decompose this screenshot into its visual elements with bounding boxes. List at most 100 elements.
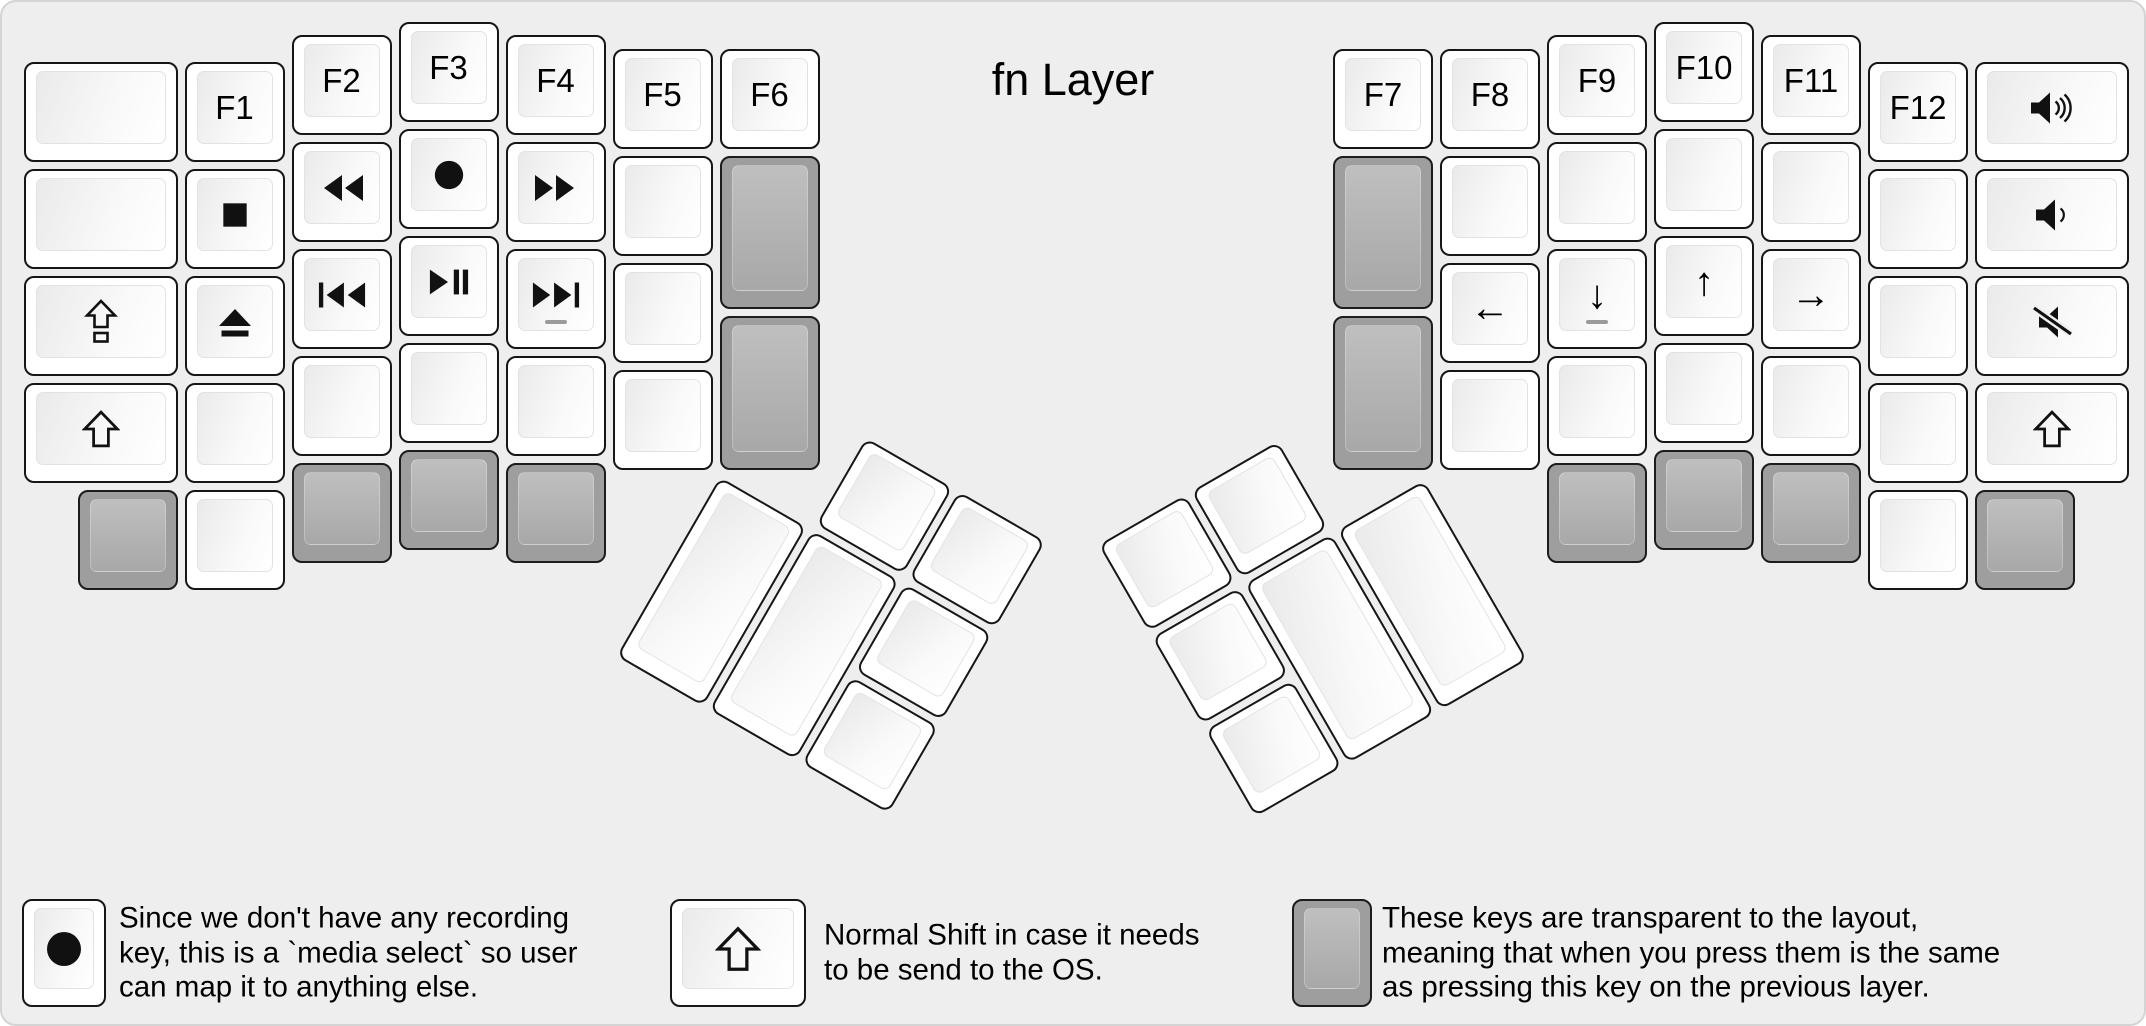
keycap-top — [1452, 378, 1528, 452]
key-blank — [1761, 356, 1861, 457]
key-label: F2 — [322, 62, 361, 100]
key-blank — [1547, 142, 1647, 243]
keycap-top — [1206, 455, 1309, 557]
keycap-top: F8 — [1452, 57, 1528, 131]
keycap-top — [1880, 285, 1956, 359]
keycap-top — [1113, 508, 1216, 610]
key-label: F4 — [536, 62, 575, 100]
keycap-top — [928, 505, 1031, 607]
keycap-top — [1666, 352, 1742, 425]
keycap-top — [1345, 325, 1421, 452]
keycap-top — [196, 499, 273, 573]
key-label: ← — [1470, 286, 1510, 331]
key-f1: F1 — [184, 62, 285, 163]
key-blank — [612, 155, 713, 256]
key-f8: F8 — [1440, 48, 1540, 149]
keycap-top — [835, 451, 938, 553]
key-label: F8 — [1470, 75, 1510, 113]
key-blank — [612, 262, 713, 363]
keycap-top — [89, 499, 166, 573]
legend-key-media-select — [22, 899, 106, 1007]
keycap-top — [517, 365, 594, 439]
key-transparent — [1333, 316, 1433, 470]
keycap-top — [34, 908, 94, 989]
key-transparent — [1761, 463, 1861, 564]
keycap-top — [196, 392, 273, 466]
key-f2: F2 — [291, 35, 392, 136]
key-blank — [291, 356, 392, 457]
shift-icon — [715, 925, 761, 973]
key-f11: F11 — [1761, 35, 1861, 136]
keycap-top — [1987, 285, 2117, 359]
key-play-pause — [398, 236, 499, 336]
keycap-top — [1773, 365, 1849, 439]
keycap-top — [303, 258, 380, 332]
key-blank — [184, 383, 285, 484]
key-transparent — [719, 155, 820, 310]
key-arrow-right: → — [1761, 249, 1861, 350]
key-blank — [1547, 356, 1647, 457]
key-f4: F4 — [505, 35, 606, 136]
keycap-top — [731, 325, 808, 452]
shift-lock-icon — [83, 298, 118, 345]
keycap-top — [410, 245, 487, 318]
keycap-top — [1880, 499, 1956, 573]
keycap-top — [517, 472, 594, 546]
key-transparent — [1654, 450, 1754, 550]
keycap-top — [1345, 164, 1421, 292]
key-label: F7 — [1363, 75, 1403, 113]
key-arrow-up: ↑ — [1654, 236, 1754, 336]
keycap-top — [303, 365, 380, 439]
keycap-top: ↑ — [1666, 245, 1742, 318]
key-arrow-left: ← — [1440, 262, 1540, 363]
volume-down-icon — [2034, 197, 2070, 233]
keycap-top — [410, 352, 487, 425]
homing-bar — [1586, 320, 1608, 325]
key-label: ↑ — [1694, 259, 1714, 304]
key-stop — [184, 169, 285, 270]
page-title: fn Layer — [991, 54, 1155, 105]
key-f10: F10 — [1654, 22, 1754, 122]
key-label: F12 — [1889, 89, 1947, 127]
key-blank — [1868, 169, 1968, 270]
key-shift — [24, 383, 178, 484]
legend-key-shift — [670, 899, 806, 1007]
keycap-top: F12 — [1880, 71, 1956, 145]
rewind-icon — [319, 173, 365, 203]
key-shift-right — [1975, 383, 2129, 484]
record-icon — [432, 158, 466, 192]
key-label: F6 — [750, 75, 789, 113]
keycap-top — [36, 392, 166, 466]
keycap-top — [1166, 601, 1270, 703]
key-transparent — [77, 490, 178, 591]
record-icon — [44, 928, 85, 969]
keycap-top: F4 — [517, 44, 594, 118]
key-label: F1 — [215, 89, 254, 127]
play-pause-icon — [428, 267, 470, 297]
shift-icon — [2032, 409, 2071, 449]
volume-up-icon — [2029, 90, 2075, 126]
keycap-top: F5 — [624, 57, 701, 131]
fast-forward-icon — [533, 173, 579, 203]
keycap-top — [36, 178, 166, 252]
keycap-top — [1304, 908, 1360, 989]
keycap-top — [1880, 392, 1956, 466]
keycap-top — [874, 597, 978, 700]
keycap-top — [517, 151, 594, 225]
keycap-top: F2 — [303, 44, 380, 118]
keycap-top — [36, 285, 166, 359]
keycap-top — [624, 271, 701, 345]
shift-icon — [81, 409, 120, 449]
prev-track-icon — [317, 280, 367, 310]
keycap-top — [682, 908, 794, 989]
key-label: → — [1791, 272, 1831, 317]
key-f9: F9 — [1547, 35, 1647, 136]
next-track-icon — [531, 280, 581, 310]
key-blank — [612, 369, 713, 470]
mute-icon — [2031, 304, 2073, 340]
keycap-top — [1987, 71, 2117, 145]
keycap-top — [624, 378, 701, 452]
key-blank — [1868, 276, 1968, 377]
key-blank — [505, 356, 606, 457]
